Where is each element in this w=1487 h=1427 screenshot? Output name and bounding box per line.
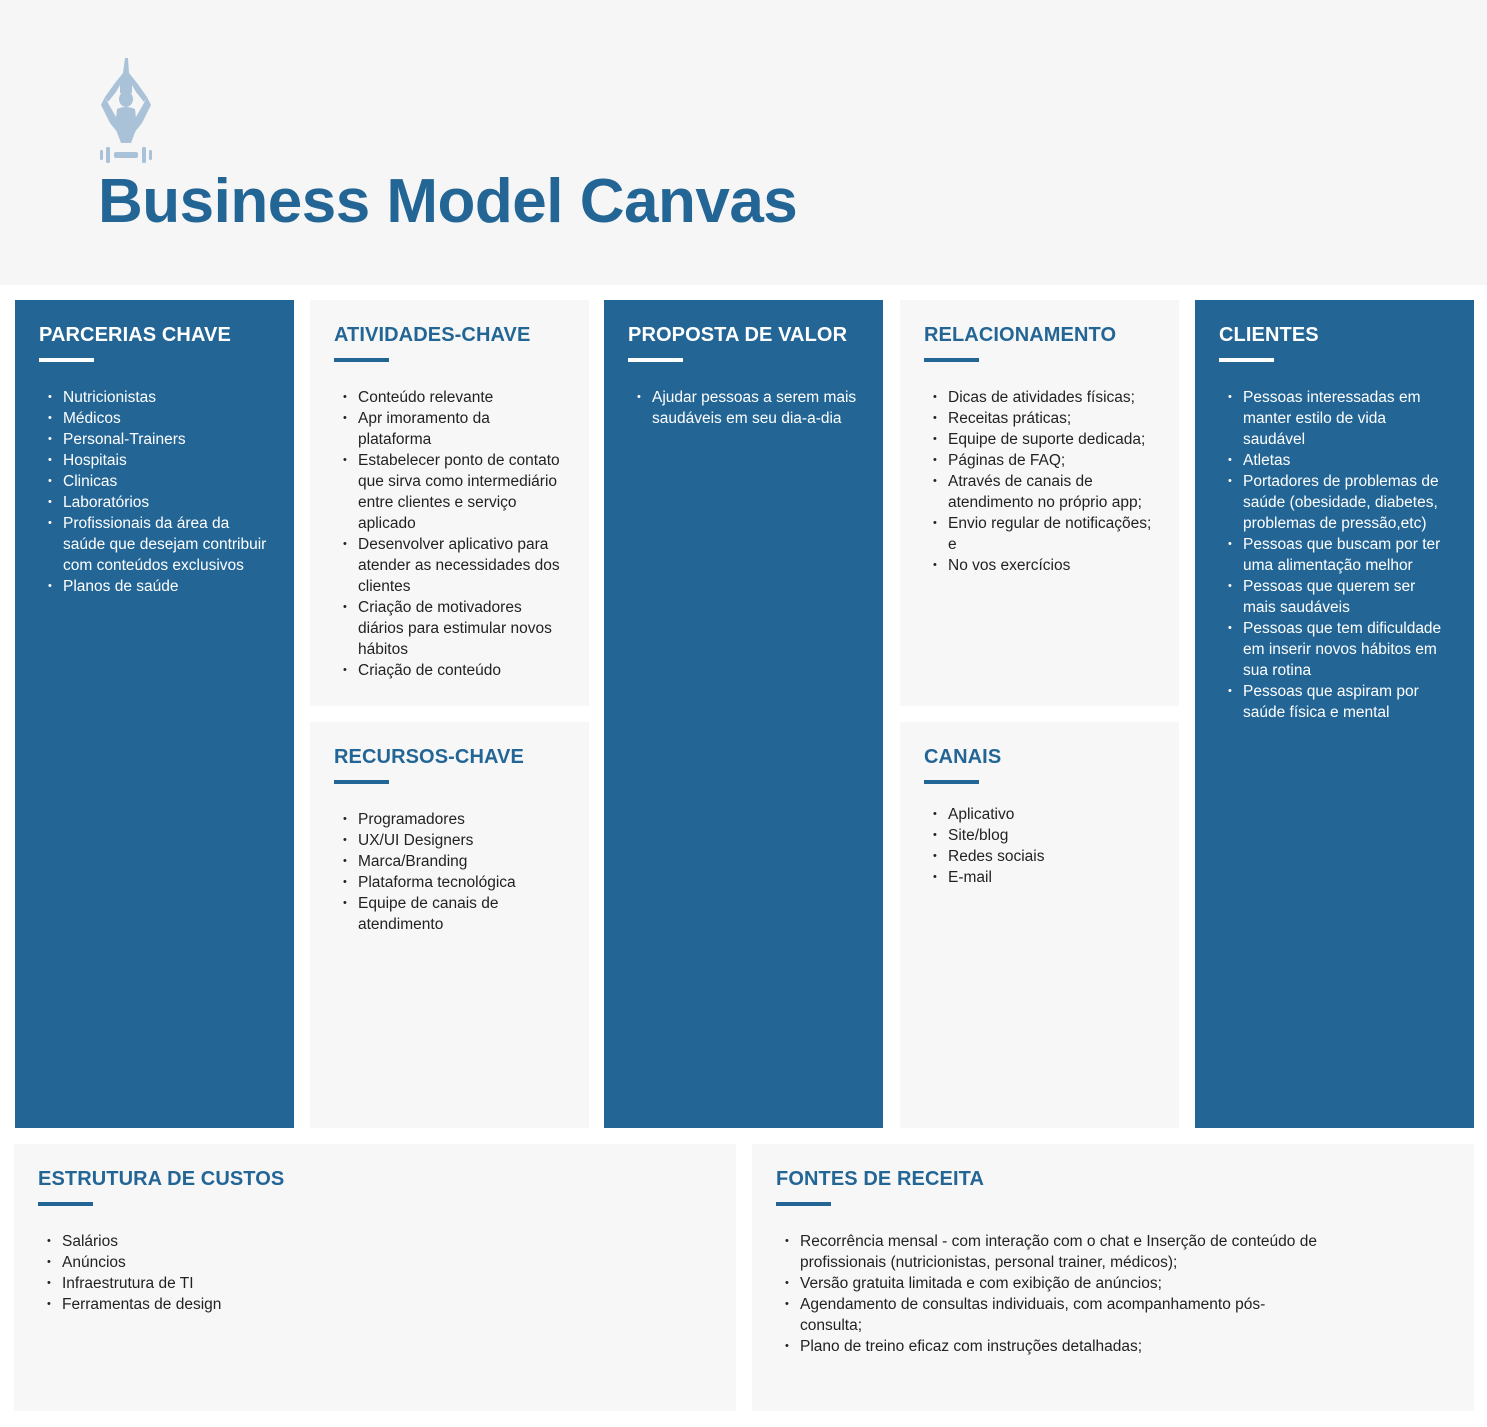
title-underline	[628, 358, 683, 362]
list-item: Planos de saúde	[48, 576, 270, 597]
yoga-figure-dumbbell-icon	[100, 58, 152, 163]
list-item: Programadores	[343, 809, 565, 830]
list-item: Pessoas que aspiram por saúde física e m…	[1228, 681, 1450, 723]
title-underline	[776, 1202, 831, 1206]
list-item: Salários	[47, 1231, 712, 1252]
list-item: Anúncios	[47, 1252, 712, 1273]
card-title: CANAIS	[924, 746, 1002, 768]
card-relacionamento: RELACIONAMENTO Dicas de atividades físic…	[900, 300, 1179, 706]
list-item: Desenvolver aplicativo para atender as n…	[343, 534, 565, 597]
list-item: Plano de treino eficaz com instruções de…	[785, 1336, 1320, 1357]
list-item: Personal-Trainers	[48, 429, 270, 450]
title-underline	[924, 780, 979, 784]
item-list: Dicas de atividades físicas; Receitas pr…	[924, 387, 1155, 576]
list-item: Médicos	[48, 408, 270, 429]
list-item: Site/blog	[933, 825, 1155, 846]
item-list: Pessoas interessadas em manter estilo de…	[1219, 387, 1450, 723]
card-fontes-de-receita: FONTES DE RECEITA Recorrência mensal - c…	[752, 1144, 1474, 1411]
card-atividades-chave: ATIVIDADES-CHAVE Conteúdo relevante Apr …	[310, 300, 589, 706]
list-item: Receitas práticas;	[933, 408, 1155, 429]
title-underline	[1219, 358, 1274, 362]
header: Business Model Canvas	[0, 0, 1487, 285]
item-list: Ajudar pessoas a serem mais saudáveis em…	[628, 387, 859, 429]
list-item: Hospitais	[48, 450, 270, 471]
card-title: RELACIONAMENTO	[924, 324, 1117, 346]
title-underline	[334, 358, 389, 362]
list-item: Pessoas que tem dificuldade em inserir n…	[1228, 618, 1450, 681]
card-canais: CANAIS Aplicativo Site/blog Redes sociai…	[900, 722, 1179, 1128]
list-item: Pessoas que buscam por ter uma alimentaç…	[1228, 534, 1450, 576]
item-list: Salários Anúncios Infraestrutura de TI F…	[38, 1231, 712, 1315]
title-underline	[334, 780, 389, 784]
list-item: Infraestrutura de TI	[47, 1273, 712, 1294]
item-list: Nutricionistas Médicos Personal-Trainers…	[39, 387, 270, 597]
list-item: Profissionais da área da saúde que desej…	[48, 513, 270, 576]
list-item: Equipe de suporte dedicada;	[933, 429, 1155, 450]
title-underline	[39, 358, 94, 362]
list-item: Criação de motivadores diários para esti…	[343, 597, 565, 660]
list-item: Criação de conteúdo	[343, 660, 565, 681]
item-list: Programadores UX/UI Designers Marca/Bran…	[334, 809, 565, 935]
list-item: Atletas	[1228, 450, 1450, 471]
card-estrutura-de-custos: ESTRUTURA DE CUSTOS Salários Anúncios In…	[14, 1144, 736, 1411]
card-recursos-chave: RECURSOS-CHAVE Programadores UX/UI Desig…	[310, 722, 589, 1128]
card-title: CLIENTES	[1219, 324, 1319, 346]
list-item: Aplicativo	[933, 804, 1155, 825]
list-item: UX/UI Designers	[343, 830, 565, 851]
list-item: Ferramentas de design	[47, 1294, 712, 1315]
list-item: Clinicas	[48, 471, 270, 492]
list-item: Portadores de problemas de saúde (obesid…	[1228, 471, 1450, 534]
card-title: ESTRUTURA DE CUSTOS	[38, 1168, 285, 1190]
list-item: Versão gratuita limitada e com exibição …	[785, 1273, 1320, 1294]
list-item: E-mail	[933, 867, 1155, 888]
card-proposta-de-valor: PROPOSTA DE VALOR Ajudar pessoas a serem…	[604, 300, 883, 1128]
list-item: Plataforma tecnológica	[343, 872, 565, 893]
list-item: No vos exercícios	[933, 555, 1155, 576]
item-list: Conteúdo relevante Apr imoramento da pla…	[334, 387, 565, 681]
page-title: Business Model Canvas	[98, 167, 798, 236]
list-item: Apr imoramento da plataforma	[343, 408, 565, 450]
list-item: Dicas de atividades físicas;	[933, 387, 1155, 408]
list-item: Equipe de canais de atendimento	[343, 893, 565, 935]
item-list: Recorrência mensal - com interação com o…	[776, 1231, 1450, 1357]
item-list: Aplicativo Site/blog Redes sociais E-mai…	[924, 804, 1155, 888]
list-item: Redes sociais	[933, 846, 1155, 867]
card-title: FONTES DE RECEITA	[776, 1168, 985, 1190]
list-item: Através de canais de atendimento no próp…	[933, 471, 1155, 513]
title-underline	[38, 1202, 93, 1206]
card-clientes: CLIENTES Pessoas interessadas em manter …	[1195, 300, 1474, 1128]
card-title: PARCERIAS CHAVE	[39, 324, 231, 346]
list-item: Pessoas interessadas em manter estilo de…	[1228, 387, 1450, 450]
list-item: Pessoas que querem ser mais saudáveis	[1228, 576, 1450, 618]
card-title: PROPOSTA DE VALOR	[628, 324, 848, 346]
list-item: Páginas de FAQ;	[933, 450, 1155, 471]
card-parcerias-chave: PARCERIAS CHAVE Nutricionistas Médicos P…	[15, 300, 294, 1128]
list-item: Agendamento de consultas individuais, co…	[785, 1294, 1320, 1336]
list-item: Conteúdo relevante	[343, 387, 565, 408]
list-item: Ajudar pessoas a serem mais saudáveis em…	[637, 387, 859, 429]
list-item: Estabelecer ponto de contato que sirva c…	[343, 450, 565, 534]
list-item: Laboratórios	[48, 492, 270, 513]
list-item: Nutricionistas	[48, 387, 270, 408]
list-item: Envio regular de notificações; e	[933, 513, 1155, 555]
list-item: Recorrência mensal - com interação com o…	[785, 1231, 1320, 1273]
title-underline	[924, 358, 979, 362]
list-item: Marca/Branding	[343, 851, 565, 872]
card-title: ATIVIDADES-CHAVE	[334, 324, 531, 346]
card-title: RECURSOS-CHAVE	[334, 746, 524, 768]
